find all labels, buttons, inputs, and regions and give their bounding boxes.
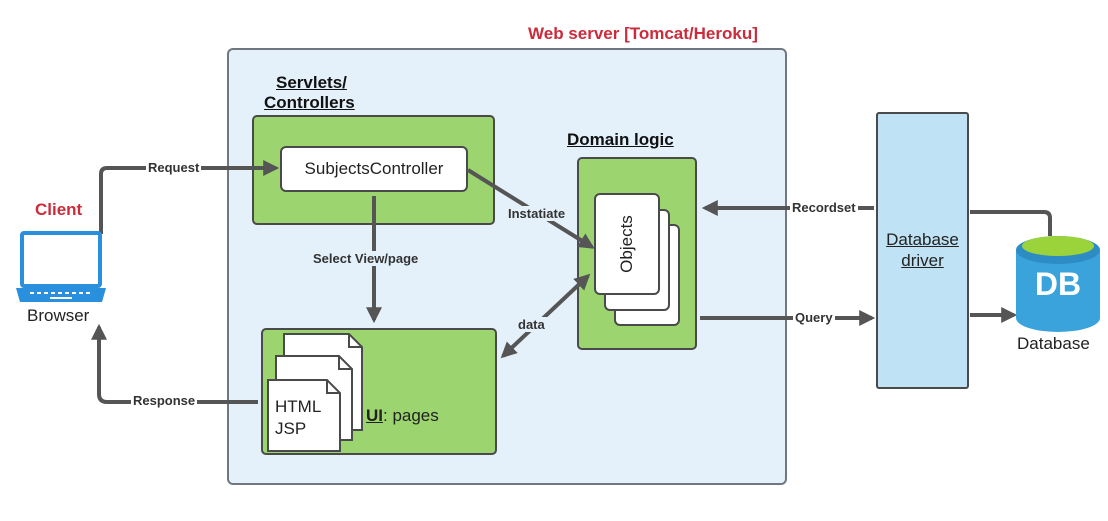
domain-logic-heading: Domain logic [567, 130, 674, 149]
doc-page-front [267, 379, 341, 452]
response-edge [91, 323, 258, 404]
web-server-title: Web server [Tomcat/Heroku] [528, 24, 758, 43]
ui-page-text: HTML JSP [275, 396, 321, 440]
servlets-heading: Servlets/ Controllers [264, 73, 355, 113]
request-edge [99, 160, 280, 234]
data-label: data [516, 317, 547, 332]
database-driver-line1: Database [886, 230, 959, 249]
servlets-heading-line1: Servlets/ [276, 73, 347, 92]
instatiate-label: Instatiate [506, 206, 568, 221]
ui-page-jsp: JSP [275, 419, 307, 438]
recordset-label: Recordset [790, 200, 858, 215]
select-view-label: Select View/page [311, 251, 421, 266]
object-card-front: Objects [594, 193, 660, 295]
client-label: Client [35, 200, 83, 219]
doc-fold-middle [338, 356, 352, 370]
ui-page-html: HTML [275, 397, 322, 416]
subjects-controller-box: SubjectsController [280, 146, 468, 192]
ui-heading-rest: : pages [383, 406, 439, 425]
ui-heading-bold: UI [366, 406, 383, 425]
doc-fold-back [348, 334, 362, 348]
db-icon-text: DB [1034, 266, 1082, 302]
database-label: Database [1017, 334, 1090, 353]
servlets-heading-line2: Controllers [264, 93, 355, 112]
response-label: Response [131, 393, 198, 408]
data-edge [500, 273, 591, 359]
request-label: Request [146, 160, 202, 175]
doc-fold-front [326, 380, 340, 394]
ui-heading: UI: pages [366, 406, 439, 426]
db-to-driver-edge [970, 210, 1052, 236]
database-driver-line2: driver [901, 251, 944, 270]
database-driver-box [876, 112, 969, 389]
database-driver-label: Database driver [876, 229, 969, 271]
query-label: Query [793, 310, 835, 325]
browser-label: Browser [27, 306, 90, 325]
